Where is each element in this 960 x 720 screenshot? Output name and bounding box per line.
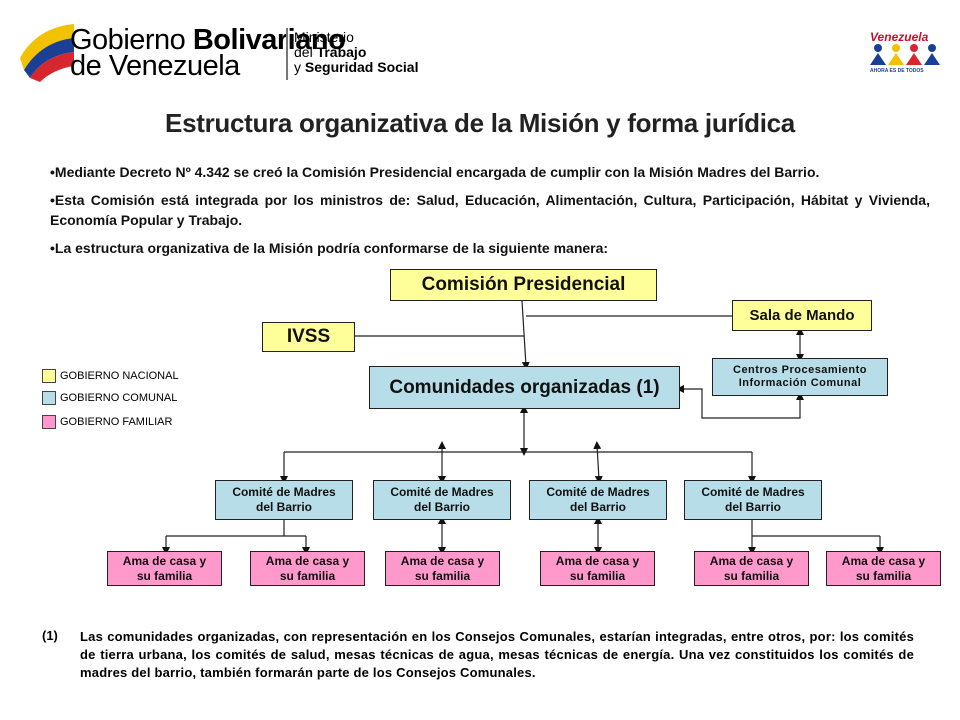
ama-line1: Ama de casa y bbox=[841, 553, 926, 568]
ama-line2: su familia bbox=[279, 568, 336, 583]
ama-line1: Ama de casa y bbox=[122, 553, 207, 568]
comite-line2: del Barrio bbox=[255, 500, 312, 514]
bullet-estructura: •La estructura organizativa de la Misión… bbox=[50, 240, 609, 256]
logo-tagline: AHORA ES DE TODOS bbox=[870, 68, 924, 74]
comite-line1: Comité de Madres bbox=[546, 485, 650, 499]
comite-line1: Comité de Madres bbox=[232, 485, 336, 499]
gobierno-logo bbox=[18, 18, 438, 82]
line-comision-comunidades bbox=[521, 300, 530, 370]
page-title: Estructura organizativa de la Misión y f… bbox=[165, 108, 795, 138]
ama-line2: su familia bbox=[723, 568, 780, 583]
ama-line2: su familia bbox=[569, 568, 626, 583]
box-sala-de-mando: Sala de Mando bbox=[732, 300, 872, 331]
footnote-text: Las comunidades organizadas, con represe… bbox=[80, 629, 914, 680]
logo-line-venezuela: de Venezuela bbox=[70, 50, 240, 82]
bullet-ministros: •Esta Comisión está integrada por los mi… bbox=[50, 192, 930, 228]
logo-word-venezuela: Venezuela bbox=[870, 30, 929, 44]
comite-line2: del Barrio bbox=[724, 500, 781, 514]
ama-line1: Ama de casa y bbox=[400, 553, 485, 568]
footnote-number: (1) bbox=[42, 628, 58, 643]
ama-line1: Ama de casa y bbox=[709, 553, 794, 568]
centros-line1: Centros Procesamiento bbox=[733, 364, 867, 376]
legend-label-familiar: GOBIERNO FAMILIAR bbox=[60, 416, 173, 428]
ama-line2: su familia bbox=[414, 568, 471, 583]
box-comunidades-organizadas: Comunidades organizadas (1) bbox=[369, 366, 680, 409]
box-comision-presidencial: Comisión Presidencial bbox=[390, 269, 657, 301]
ministry-line1: Ministerio bbox=[294, 29, 354, 45]
centros-line2: Información Comunal bbox=[738, 377, 862, 389]
legend-swatch-nacional bbox=[42, 369, 56, 383]
ama-line1: Ama de casa y bbox=[555, 553, 640, 568]
ama-line2: su familia bbox=[136, 568, 193, 583]
venezuela-ahora-logo: Venezuela AHORA ES DE TODOS bbox=[868, 30, 944, 76]
venezuela-flag-icon bbox=[20, 24, 74, 82]
comite-line2: del Barrio bbox=[413, 500, 470, 514]
ama-line2: su familia bbox=[855, 568, 912, 583]
comite-line2: del Barrio bbox=[569, 500, 626, 514]
ministry-line3: y Seguridad Social bbox=[294, 59, 419, 75]
arrow-centros-comunidades bbox=[676, 385, 804, 419]
people-figures-icon bbox=[870, 44, 940, 65]
logo-line-gobierno: Gobierno Bolivariano bbox=[70, 24, 346, 56]
legend-label-comunal: GOBIERNO COMUNAL bbox=[60, 392, 178, 404]
legend-label-nacional: GOBIERNO NACIONAL bbox=[60, 370, 179, 382]
ministry-line2: del Trabajo bbox=[294, 44, 367, 60]
legend-swatch-comunal bbox=[42, 391, 56, 405]
logo-divider bbox=[286, 28, 288, 80]
comite-line1: Comité de Madres bbox=[390, 485, 494, 499]
bullet-decreto: •Mediante Decreto Nº 4.342 se creó la Co… bbox=[50, 164, 820, 180]
arrow-comite-3 bbox=[593, 441, 603, 484]
legend-swatch-familiar bbox=[42, 415, 56, 429]
ama-line1: Ama de casa y bbox=[265, 553, 350, 568]
comite-line1: Comité de Madres bbox=[701, 485, 805, 499]
box-ivss: IVSS bbox=[262, 322, 355, 352]
